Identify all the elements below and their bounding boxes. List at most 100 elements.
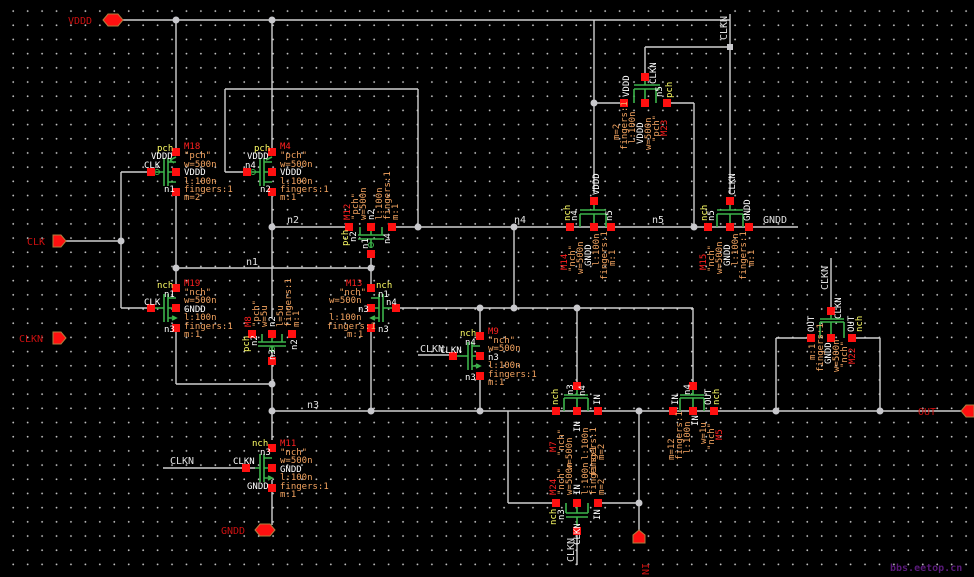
pin[interactable] <box>641 99 649 107</box>
transistor-m5[interactable]: m=12 fingers:1 l:100n IN w=1u "nch" M5 I… <box>667 382 725 460</box>
pin[interactable] <box>268 168 276 176</box>
pin[interactable] <box>848 334 856 342</box>
transistor-m19[interactable]: M19 "nch" w=500n GNDD l:100n fingers:1 m… <box>144 279 233 340</box>
pin[interactable] <box>573 499 581 507</box>
pin[interactable] <box>345 223 353 231</box>
pin[interactable] <box>726 223 734 231</box>
pin[interactable] <box>449 352 457 360</box>
pin[interactable] <box>827 307 835 315</box>
transistor-m11[interactable]: M11 "nch" w=500n GNDD l:100n fingers:1 m… <box>233 439 329 500</box>
param-fingers: fingers:1 <box>589 427 599 476</box>
device-type: pch <box>254 144 270 154</box>
port-input-icon <box>52 234 67 248</box>
pin[interactable] <box>669 407 677 415</box>
pin[interactable] <box>268 330 276 338</box>
pin[interactable] <box>476 352 484 360</box>
pin[interactable] <box>367 223 375 231</box>
transistor-m12[interactable]: M12 "pch" w=500n n2 l:100n fingers:1 m:1… <box>341 171 401 258</box>
source-net: n5 <box>605 210 615 221</box>
transistor-m9[interactable]: M9 "nch" w=500n n3 l:100n fingers:1 m:1 … <box>440 327 537 388</box>
pin[interactable] <box>172 188 180 196</box>
pin[interactable] <box>566 223 574 231</box>
pin[interactable] <box>367 324 375 332</box>
param-w: w=500n <box>280 456 313 466</box>
drain-net: n2 <box>250 335 260 346</box>
pin[interactable] <box>590 223 598 231</box>
pin[interactable] <box>388 223 396 231</box>
pin[interactable] <box>268 357 276 365</box>
pin[interactable] <box>663 99 671 107</box>
pin[interactable] <box>641 73 649 81</box>
transistor-m13[interactable]: M13 "nch" w=500n n3 l:100n fingers:1 m:1… <box>327 279 400 340</box>
instance-name: M19 <box>184 279 200 289</box>
pin[interactable] <box>242 464 250 472</box>
pin[interactable] <box>807 334 815 342</box>
param-fingers: fingers:1 <box>383 171 393 220</box>
transistor-m14[interactable]: M14 "nch" w=500n GNDD l:100n fingers:1 m… <box>560 173 618 280</box>
port-clkn[interactable]: CLKN <box>19 331 67 345</box>
pin[interactable] <box>476 372 484 380</box>
pin[interactable] <box>367 250 375 258</box>
pin[interactable] <box>573 382 581 390</box>
pin[interactable] <box>607 223 615 231</box>
pin[interactable] <box>710 407 718 415</box>
transistor-m22[interactable]: m:1 fingers:1 GNDD w=500n "nch" M22 OUT … <box>807 297 865 372</box>
param-fingers: fingers:1 <box>816 323 826 372</box>
pin[interactable] <box>590 197 598 205</box>
pin[interactable] <box>620 99 628 107</box>
transistor-m18[interactable]: M18 "pch" w=500n VDDD l:100n fingers:1 m… <box>144 142 233 203</box>
transistor-m4[interactable]: M4 "pch" w=500n VDDD l:100n fingers:1 m:… <box>243 142 329 203</box>
param-fingers: fingers:1 <box>600 231 610 280</box>
port-clk[interactable]: CLK <box>27 234 67 248</box>
junction-dot <box>635 499 643 507</box>
pin[interactable] <box>268 464 276 472</box>
pin[interactable] <box>248 330 256 338</box>
param-m: m:1 <box>488 378 504 388</box>
port-out[interactable]: OUT <box>918 404 974 418</box>
pin[interactable] <box>367 304 375 312</box>
pin[interactable] <box>704 223 712 231</box>
pin[interactable] <box>288 330 296 338</box>
pin[interactable] <box>573 527 581 535</box>
transistor-m24[interactable]: M24 "nch" w=500n IN l:100n fingers:1 m=2… <box>549 446 607 545</box>
nmos-symbol <box>679 390 705 411</box>
source-net: OUT <box>704 388 714 405</box>
port-vddd[interactable]: VDDD <box>68 13 124 27</box>
transistor-m23[interactable]: m=2 fingers:1 l:100n VDDD w=500n "pch" M… <box>612 62 675 150</box>
pin[interactable] <box>172 304 180 312</box>
source-net: n3 <box>164 325 175 335</box>
port-gndd[interactable]: GNDD <box>221 523 276 537</box>
pin[interactable] <box>268 484 276 492</box>
pin[interactable] <box>268 188 276 196</box>
pin[interactable] <box>726 197 734 205</box>
pin[interactable] <box>594 499 602 507</box>
pin[interactable] <box>392 304 400 312</box>
pin[interactable] <box>552 499 560 507</box>
port-in[interactable]: IN <box>632 529 650 575</box>
pin[interactable] <box>552 407 560 415</box>
pin[interactable] <box>476 332 484 340</box>
pin[interactable] <box>243 168 251 176</box>
param-fingers: fingers:1 <box>620 101 630 150</box>
pin[interactable] <box>827 334 835 342</box>
pin[interactable] <box>172 148 180 156</box>
pin[interactable] <box>147 304 155 312</box>
pin[interactable] <box>689 382 697 390</box>
pin[interactable] <box>172 168 180 176</box>
pin[interactable] <box>172 324 180 332</box>
pin[interactable] <box>147 168 155 176</box>
pin[interactable] <box>367 284 375 292</box>
pin[interactable] <box>172 284 180 292</box>
pin[interactable] <box>573 407 581 415</box>
gate-net: n4 <box>245 161 256 171</box>
pin[interactable] <box>268 148 276 156</box>
pin[interactable] <box>594 407 602 415</box>
pin[interactable] <box>268 444 276 452</box>
net-label-clkn: CLKN <box>420 344 444 355</box>
transistor-m15[interactable]: M15 "nch" w=500n GNDD l:100n fingers:1 m… <box>699 173 757 280</box>
pin[interactable] <box>689 407 697 415</box>
transistor-m8[interactable]: M8 "pch" w=5u n2 l=5u fingers:1 m:1 pch … <box>242 278 302 365</box>
transistor-m7[interactable]: M7 "nch" w=500n IN l:100n fingers:1 m=2 … <box>549 382 607 476</box>
pin[interactable] <box>745 223 753 231</box>
